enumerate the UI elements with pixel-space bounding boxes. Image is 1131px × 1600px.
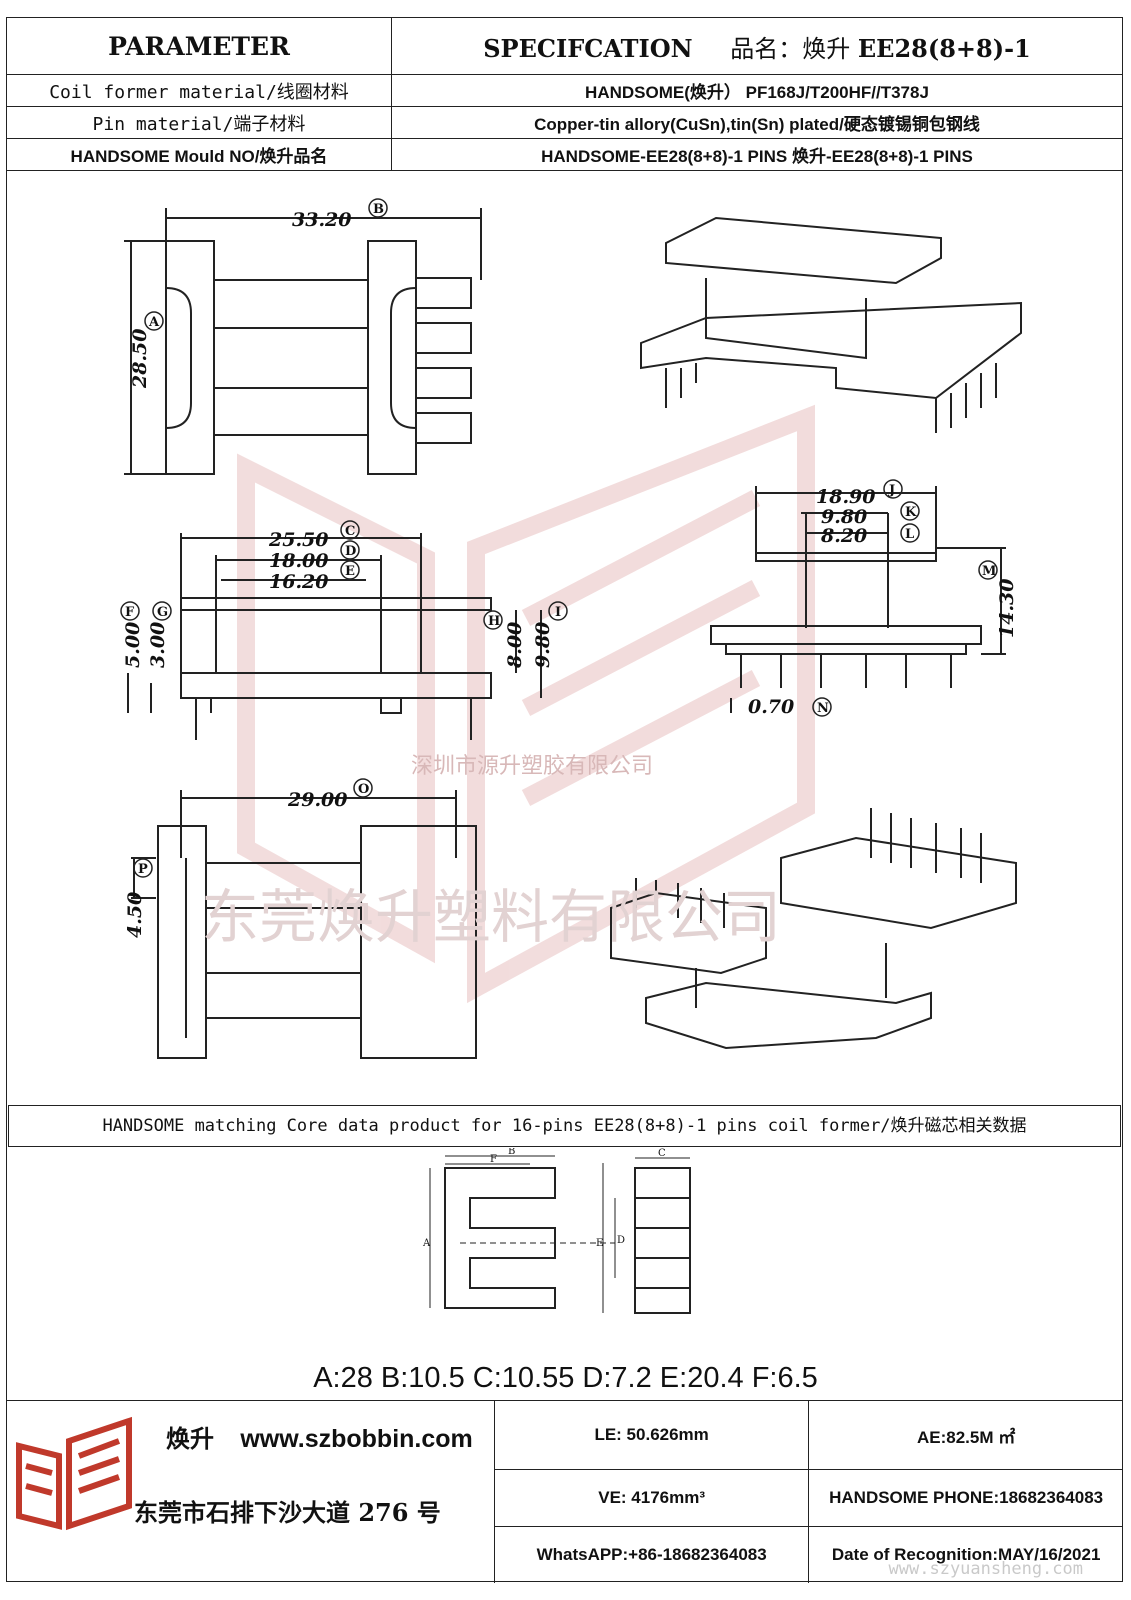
param-mould-no: HANDSOME Mould NO/焕升品名 — [6, 138, 392, 171]
site-watermark: www.szyuansheng.com — [888, 1559, 1083, 1579]
value-pin-material: Copper-tin allory(CuSn),tin(Sn) plated/硬… — [391, 106, 1123, 139]
top-view — [124, 208, 482, 475]
brand-line: 焕升 www.szbobbin.com — [166, 1419, 473, 1454]
balloon-b: B — [373, 202, 384, 217]
dim-j-value: 18.90 — [816, 486, 876, 508]
company-logo — [16, 1416, 132, 1531]
balloon-k: K — [905, 505, 917, 520]
balloon-markers: B A C D E F G H I J K L M N O P — [120, 198, 998, 878]
core-letter-a: A — [422, 1238, 431, 1249]
dim-n-value: 0.70 — [748, 696, 794, 718]
recognition-date: Date of Recognition:MAY/16/2021 — [808, 1526, 1123, 1583]
watermark-company-1: 深圳市源升塑胶有限公司 — [411, 754, 654, 779]
core-caption: HANDSOME matching Core data product for … — [8, 1105, 1121, 1147]
bottom-view — [131, 790, 477, 1059]
dim-i-value: 9.80 — [532, 622, 554, 668]
param-pin-material: Pin material/端子材料 — [6, 106, 392, 139]
dim-g-value: 3.00 — [147, 622, 169, 668]
dim-b-value: 33.20 — [292, 209, 352, 231]
dim-k-value: 9.80 — [821, 506, 867, 528]
dim-p-value: 4.50 — [124, 892, 146, 938]
balloon-d: D — [345, 544, 356, 559]
side-view — [710, 486, 1006, 713]
footer: 焕升 www.szbobbin.com 东莞市石排下沙大道 276 号 LE: … — [6, 1400, 1123, 1583]
product-name-prefix: 品名：焕升 — [730, 34, 851, 63]
technical-drawing: 33.20 28.50 25.50 18.00 16.20 — [6, 168, 1123, 1105]
balloon-n: N — [817, 701, 829, 716]
balloon-f: F — [125, 605, 135, 620]
core-letter-d: D — [617, 1235, 625, 1246]
core-letter-b: B — [508, 1148, 515, 1157]
phone-value: HANDSOME PHONE:18682364083 — [808, 1469, 1123, 1528]
value-coil-material: HANDSOME(焕升） PF168J/T200HF//T378J — [391, 74, 1123, 107]
dim-a-value: 28.50 — [129, 329, 151, 390]
brand-name: 焕升 — [166, 1425, 214, 1453]
core-drawing: A B C D E F — [422, 1148, 691, 1314]
balloon-a: A — [148, 315, 160, 330]
balloon-i: I — [555, 605, 561, 620]
core-parameter-table: LE: 50.626mm AE:82.5M ㎡ VE: 4176mm³ HAND… — [493, 1401, 1123, 1583]
dim-e-value: 16.20 — [269, 571, 329, 593]
whatsapp-value: WhatsAPP:+86-18682364083 — [493, 1526, 810, 1583]
balloon-h: H — [488, 614, 500, 629]
dim-c-value: 25.50 — [268, 529, 329, 551]
core-letter-c: C — [658, 1148, 666, 1159]
core-letter-e: E — [596, 1238, 603, 1249]
ve-value: VE: 4176mm³ — [493, 1469, 810, 1528]
specification-heading: SPECIFCATION 品名：焕升 EE28(8+8)-1 — [391, 17, 1123, 75]
core-letter-f: F — [490, 1154, 497, 1165]
watermark-company-2: 东莞焕升塑料有限公司 — [201, 883, 782, 951]
balloon-g: G — [157, 605, 168, 620]
balloon-l: L — [905, 527, 914, 542]
dim-m-value: 14.30 — [996, 579, 1018, 639]
balloon-c: C — [345, 524, 355, 539]
balloon-j: J — [888, 483, 895, 498]
balloon-e: E — [345, 564, 355, 579]
dim-h-value: 8.00 — [504, 622, 526, 669]
balloon-p: P — [138, 862, 148, 877]
logo-block: 焕升 www.szbobbin.com 东莞市石排下沙大道 276 号 — [6, 1401, 495, 1583]
ae-value: AE:82.5M ㎡ — [808, 1401, 1123, 1471]
product-name-model: EE28(8+8)-1 — [857, 33, 1031, 63]
parameter-heading: PARAMETER — [6, 17, 392, 75]
balloon-m: M — [982, 564, 996, 579]
parameter-table: PARAMETER SPECIFCATION 品名：焕升 EE28(8+8)-1… — [6, 17, 1123, 171]
company-address: 东莞市石排下沙大道 276 号 — [134, 1498, 441, 1527]
core-values: A:28 B:10.5 C:10.55 D:7.2 E:20.4 F:6.5 — [313, 1362, 818, 1394]
iso-view-1 — [640, 216, 1022, 433]
website-link[interactable]: www.szbobbin.com — [240, 1425, 473, 1453]
iso-view-2 — [610, 808, 1017, 1050]
front-view — [127, 533, 542, 740]
param-coil-material: Coil former material/线圈材料 — [6, 74, 392, 107]
dim-d-value: 18.00 — [269, 550, 329, 572]
value-mould-no: HANDSOME-EE28(8+8)-1 PINS 焕升-EE28(8+8)-1… — [391, 138, 1123, 171]
dim-o-value: 29.00 — [287, 789, 348, 811]
spec-label: SPECIFCATION — [483, 33, 693, 63]
dim-l-value: 8.20 — [820, 525, 867, 547]
dim-f-value: 5.00 — [122, 622, 144, 668]
balloon-o: O — [358, 782, 369, 797]
le-value: LE: 50.626mm — [493, 1401, 810, 1471]
